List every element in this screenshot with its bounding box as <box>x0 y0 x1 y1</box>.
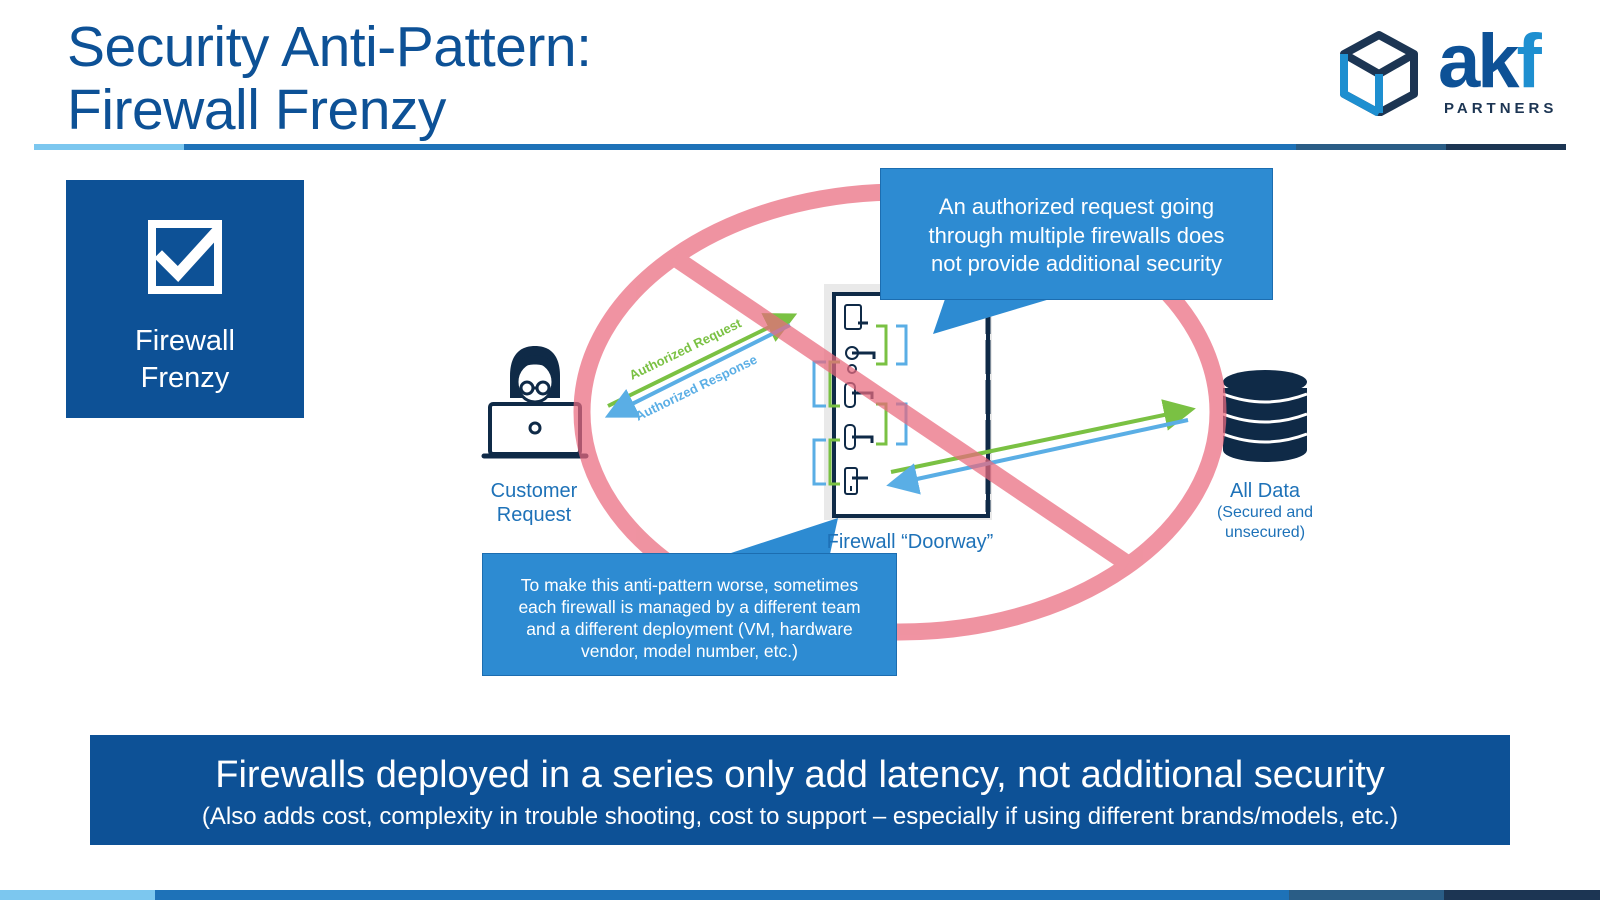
callout-bottom-pointer <box>728 518 838 554</box>
callout-top-pointer <box>933 299 1050 334</box>
door-locks-icon <box>812 284 992 520</box>
footer-bar <box>0 890 1600 900</box>
firewall-label: Firewall “Doorway” <box>826 531 994 553</box>
callout-bottom: To make this anti-pattern worse, sometim… <box>482 553 897 676</box>
header-rule <box>34 144 1566 150</box>
logo-word-main: ak <box>1438 19 1520 104</box>
response-arrow-left <box>604 323 791 418</box>
callout-bottom-line-4: vendor, model number, etc.) <box>581 641 798 661</box>
banner-sub-text: (Also adds cost, complexity in trouble s… <box>201 803 1399 830</box>
tile-label-line-1: Firewall <box>135 325 235 357</box>
logo-wordmark: akf <box>1438 19 1542 104</box>
database-icon <box>1222 370 1308 462</box>
callout-bottom-line-3: and a different deployment (VM, hardware <box>526 619 853 639</box>
customer-label: Customer Request <box>474 479 594 527</box>
title-line-2: Firewall Frenzy <box>67 78 446 142</box>
data-label-main: All Data <box>1229 480 1301 502</box>
title-line-1: Security Anti-Pattern: <box>67 15 592 79</box>
banner-main-text: Firewalls deployed in a series only add … <box>215 754 1385 796</box>
request-arrow-right <box>890 399 1196 474</box>
topic-tile: Firewall Frenzy <box>66 180 304 418</box>
data-label: All Data (Secured and unsecured) <box>1195 479 1335 543</box>
customer-label-line-1: Customer <box>490 480 578 502</box>
callout-bottom-line-1: To make this anti-pattern worse, sometim… <box>520 575 859 595</box>
response-arrow-right <box>886 418 1189 495</box>
tile-label-line-2: Frenzy <box>140 362 230 394</box>
logo-subtitle: PARTNERS <box>1444 100 1558 117</box>
data-sublabel-line-2: unsecured) <box>1224 524 1306 541</box>
data-sublabel-line-1: (Secured and <box>1216 504 1314 521</box>
tile-label: Firewall Frenzy <box>66 323 304 397</box>
customer-label-line-2: Request <box>496 504 572 526</box>
cube-icon <box>1340 31 1418 116</box>
callout-top: An authorized request going through mult… <box>880 168 1273 300</box>
person-laptop-icon <box>481 346 589 459</box>
callout-bottom-line-2: each firewall is managed by a different … <box>518 597 861 617</box>
callout-top-line-3: not provide additional security <box>930 251 1223 276</box>
callout-top-line-1: An authorized request going <box>938 194 1215 219</box>
page-title: Security Anti-Pattern: Firewall Frenzy <box>67 15 592 142</box>
logo-word-accent: f <box>1516 19 1542 104</box>
akf-logo: akf PARTNERS <box>1338 22 1568 124</box>
checkbox-icon <box>148 220 222 294</box>
takeaway-banner: Firewalls deployed in a series only add … <box>90 735 1510 845</box>
callout-top-line-2: through multiple firewalls does <box>928 222 1225 248</box>
